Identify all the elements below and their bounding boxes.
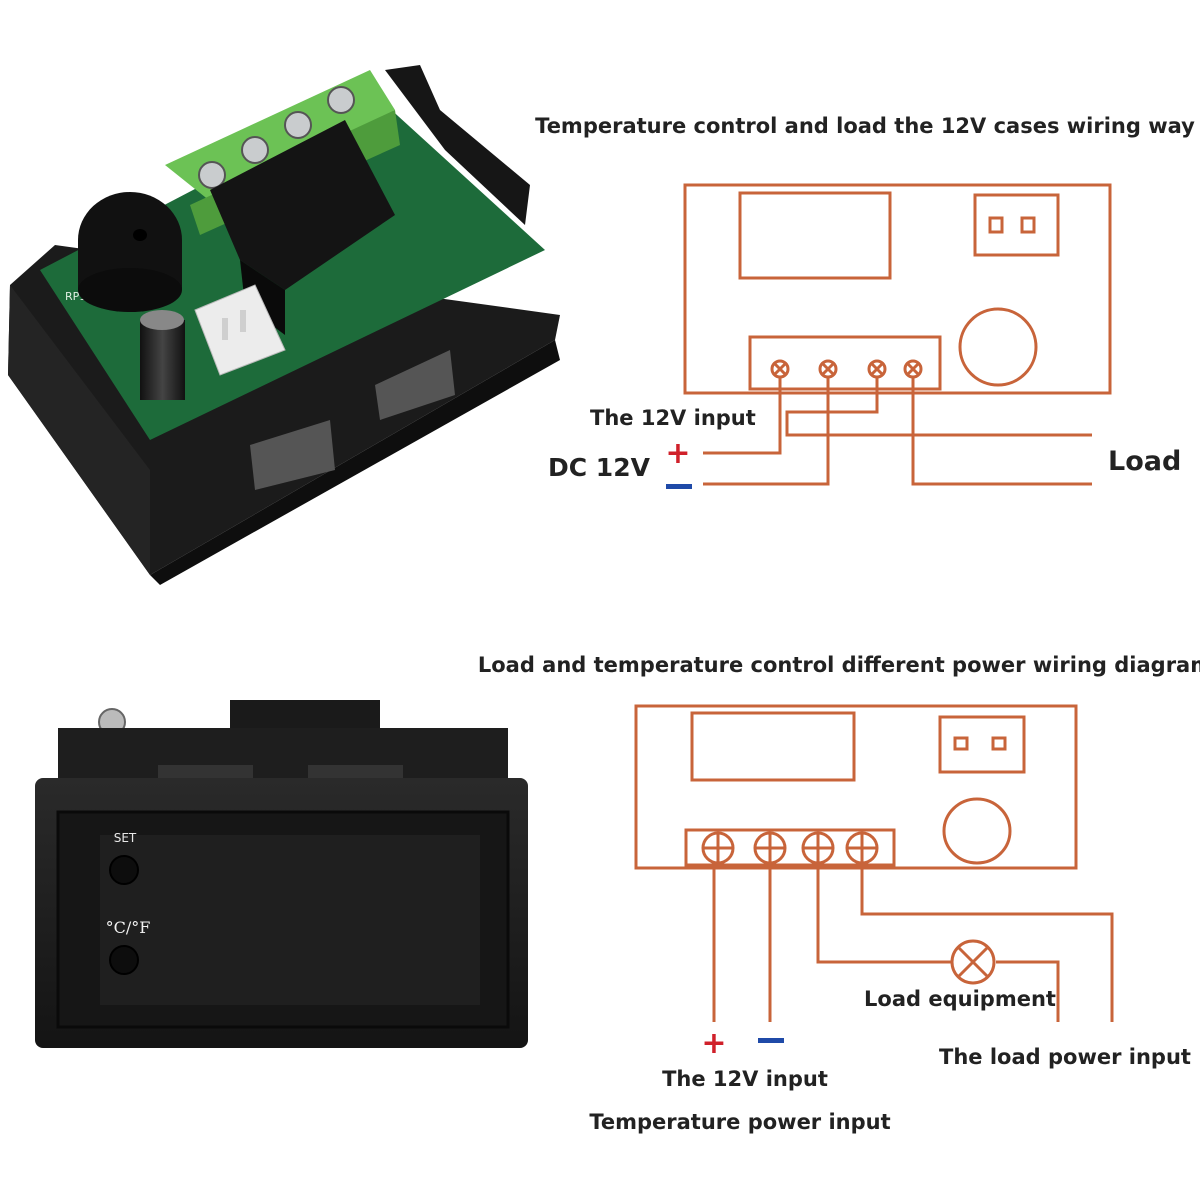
relay xyxy=(210,120,395,290)
wire-plus xyxy=(703,378,782,455)
wire-load-equipment xyxy=(816,863,952,964)
set-button[interactable] xyxy=(109,855,139,885)
terminal-4 xyxy=(845,831,879,865)
terminal-screw xyxy=(198,161,226,189)
relay-pin xyxy=(991,736,1007,751)
display-lens xyxy=(100,835,480,1005)
buzzer-bottom xyxy=(78,268,182,312)
connector-pin xyxy=(240,310,246,332)
wiring-diagram-2: Load and temperature control different p… xyxy=(478,653,1200,1134)
diagram1-load-label: Load xyxy=(1108,446,1181,477)
buzzer-circle xyxy=(958,307,1038,387)
housing-latch xyxy=(375,350,455,420)
buzzer-circle xyxy=(942,797,1012,865)
terminal-screw xyxy=(284,111,312,139)
minus-sign xyxy=(758,1038,784,1043)
connector-pin xyxy=(222,318,228,340)
relay-pin xyxy=(953,736,969,751)
terminal-strip xyxy=(748,335,942,391)
wire-load-return xyxy=(996,960,1060,1022)
device-back-photo: RP1 xyxy=(8,65,560,585)
terminal-2 xyxy=(818,359,838,379)
button-unit-label: °C/°F xyxy=(106,918,151,937)
wiring-diagram-1: Temperature control and load the 12V cas… xyxy=(535,114,1195,489)
lamp-icon xyxy=(950,939,996,985)
capacitor xyxy=(140,320,185,400)
relay-block xyxy=(973,193,1060,257)
terminal-2 xyxy=(753,831,787,865)
diagram2-title: Load and temperature control different p… xyxy=(478,653,1200,677)
housing-edge xyxy=(150,340,560,585)
plus-sign: + xyxy=(665,436,690,471)
module-outline xyxy=(634,704,1078,870)
relay-side xyxy=(240,260,285,335)
relay-pin xyxy=(988,216,1004,234)
diagram1-input-label: The 12V input xyxy=(590,406,756,430)
buzzer-hole xyxy=(133,229,147,241)
temp-power-input-label: Temperature power input xyxy=(589,1110,890,1134)
relay-pin xyxy=(1020,216,1036,234)
diagram1-dc-label: DC 12V xyxy=(548,453,651,482)
module-outline xyxy=(683,183,1112,395)
terminal-screw xyxy=(241,136,269,164)
terminal-3 xyxy=(801,831,835,865)
housing-front-side xyxy=(8,285,150,575)
terminal-3 xyxy=(867,359,887,379)
display-window xyxy=(690,711,856,782)
terminal-strip xyxy=(684,828,896,867)
housing-clip xyxy=(385,65,530,225)
display-window xyxy=(738,191,892,280)
wire-load-a xyxy=(785,378,1092,437)
unit-button[interactable] xyxy=(109,945,139,975)
device-front-photo: SET °C/°F xyxy=(35,700,528,1048)
diagram1-title: Temperature control and load the 12V cas… xyxy=(535,114,1195,138)
load-power-input-label: The load power input xyxy=(939,1045,1191,1069)
terminal-screw xyxy=(327,86,355,114)
terminal-1 xyxy=(701,831,735,865)
minus-sign xyxy=(666,484,692,489)
plus-sign: + xyxy=(701,1026,726,1061)
diagram2-input-label: The 12V input xyxy=(662,1067,828,1091)
housing-latch xyxy=(250,420,335,490)
load-equipment-label: Load equipment xyxy=(864,987,1056,1011)
capacitor-top xyxy=(140,310,184,330)
terminal-1 xyxy=(770,359,790,379)
button-set-label: SET xyxy=(114,831,137,845)
wire-load-b xyxy=(911,378,1092,486)
terminal-4 xyxy=(903,359,923,379)
wire-load-power xyxy=(860,863,1114,1022)
relay-block xyxy=(938,715,1026,774)
